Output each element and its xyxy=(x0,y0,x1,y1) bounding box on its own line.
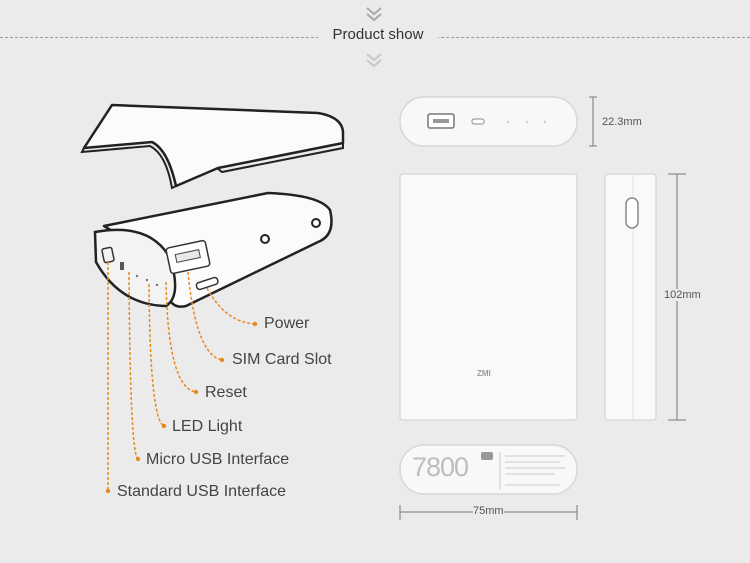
callout-leaders xyxy=(107,262,256,491)
capacity-print: 7800 xyxy=(412,452,469,482)
side-view xyxy=(604,173,657,421)
callout-reset: Reset xyxy=(205,384,247,401)
page-title: Product show xyxy=(318,26,438,43)
callout-sim-card-slot: SIM Card Slot xyxy=(232,351,332,368)
chevron-down-icon xyxy=(366,53,382,68)
top-cover xyxy=(80,103,345,190)
dimension-height: 22.3mm xyxy=(602,116,642,128)
chevron-down-icon xyxy=(366,7,382,22)
dimension-width: 75mm xyxy=(473,505,504,517)
top-view xyxy=(399,96,578,147)
callout-standard-usb: Standard USB Interface xyxy=(117,483,286,500)
svg-text:ZMI: ZMI xyxy=(477,369,491,378)
callout-power: Power xyxy=(264,315,310,332)
dimension-length: 102mm xyxy=(664,289,701,301)
callout-micro-usb: Micro USB Interface xyxy=(146,451,290,468)
power-bank-body xyxy=(93,191,333,308)
bottom-view xyxy=(399,444,578,495)
front-view: ZMI xyxy=(399,173,578,421)
callout-led-light: LED Light xyxy=(172,418,243,435)
callout-dots xyxy=(105,321,258,494)
